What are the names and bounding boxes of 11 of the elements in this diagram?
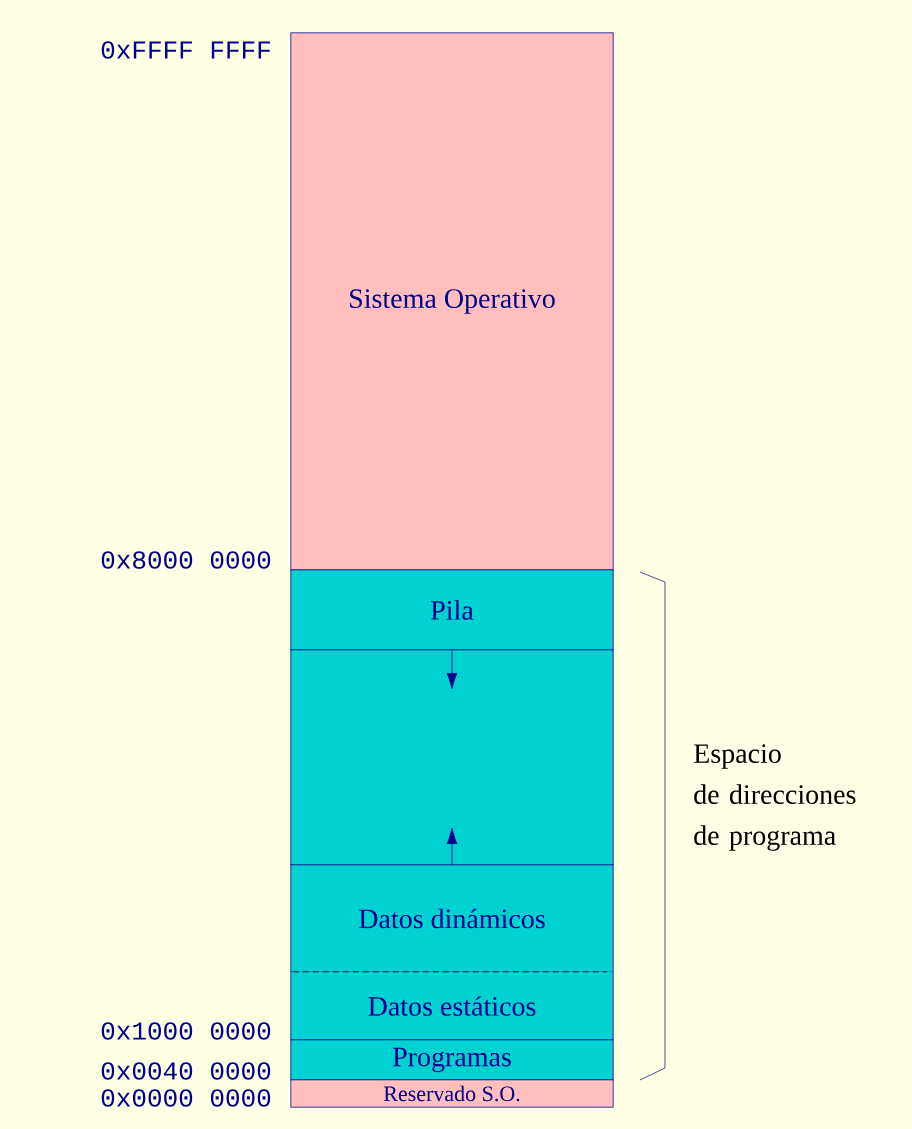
memory-region: Sistema Operativo [290, 32, 614, 571]
memory-region: Pila [290, 569, 614, 651]
memory-region: Reservado S.O. [290, 1079, 614, 1108]
address-label: 0x1000 0000 [101, 1022, 271, 1040]
memory-region: Datos dinámicos [290, 864, 614, 973]
address-label: 0x0000 0000 [101, 1089, 271, 1107]
address-label: 0x8000 0000 [101, 551, 271, 569]
address-label: 0x0040 0000 [101, 1062, 271, 1080]
memory-region: Datos estáticos [290, 971, 614, 1041]
bracket-label: Espacio de direcciones de programa [694, 744, 856, 851]
memory-region: Programas [290, 1039, 614, 1081]
